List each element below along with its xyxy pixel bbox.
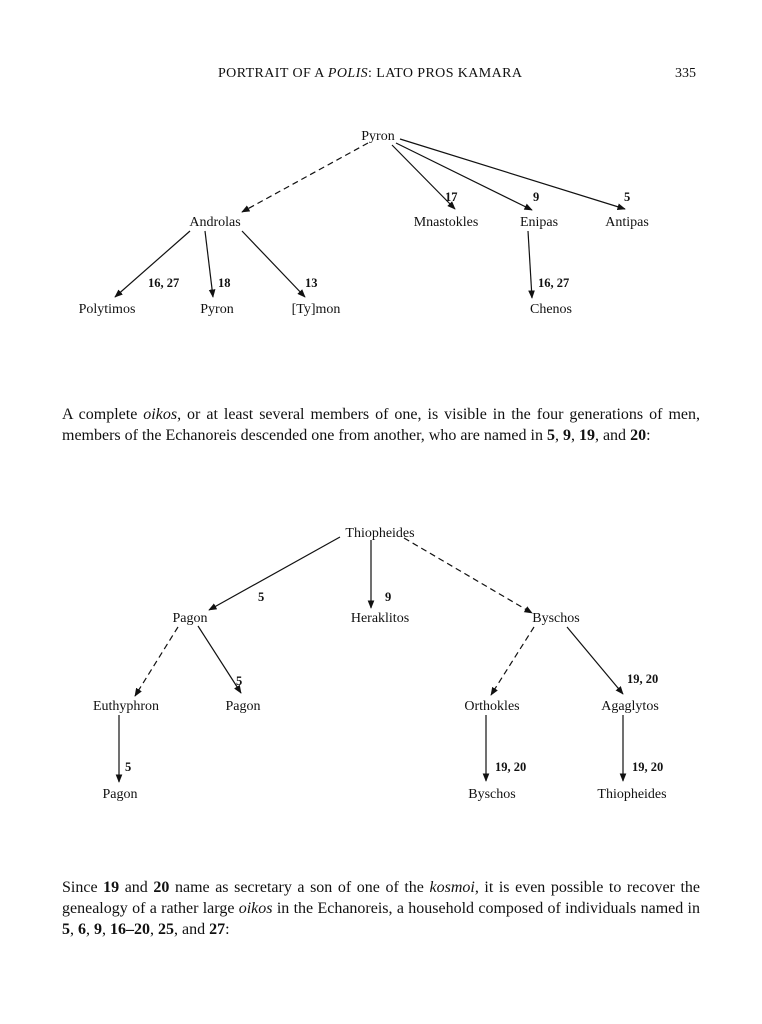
paragraph2-text-g: , it is even possible to recover the gen…: [62, 879, 701, 917]
name-heraklitos: Heraklitos: [351, 611, 409, 626]
ref-agaglytos: 19, 20: [627, 672, 658, 686]
paragraph2-ref-5: 5: [62, 921, 70, 938]
edge-androlas-polytimos: [114, 230, 191, 298]
name-byschos: Byschos: [532, 611, 579, 626]
paragraph1-text-c: , or at least several members of one, is…: [62, 406, 701, 444]
edge-thiopheides-pagon: [208, 536, 341, 611]
paragraph-oikos-generations: A complete oikos, or at least several me…: [62, 404, 700, 446]
edge-androlas-tymon: [241, 230, 306, 298]
edge-pyron-androlas: [241, 142, 369, 213]
ref-tymon: 13: [305, 276, 318, 290]
ref-antipas: 5: [624, 190, 630, 204]
name-antipas: Antipas: [605, 215, 649, 230]
ref-thiopheides2: 19, 20: [632, 760, 663, 774]
paragraph1-ref-5: 5: [546, 427, 555, 444]
name-polytimos: Polytimos: [79, 302, 136, 317]
name-pagon: Pagon: [173, 611, 208, 626]
name-pyron2: Pyron: [200, 302, 233, 317]
paragraph2-term-kosmoi: kosmoi: [429, 879, 475, 896]
edge-byschos-agaglytos: [566, 626, 624, 695]
edge-androlas-pyron2: [204, 230, 216, 298]
paragraph2-ref-25: 25: [158, 921, 174, 938]
ref-byschos2: 19, 20: [495, 760, 526, 774]
genealogy-tree-thiopheides: Thiopheides Pagon Heraklitos Byschos Eut…: [93, 526, 667, 802]
running-title-text: PORTRAIT OF A POLIS: LATO PROS KAMARA: [218, 66, 523, 81]
paragraph1-term-oikos: oikos: [143, 406, 178, 423]
ref-pagon3: 5: [125, 760, 131, 774]
ref-pagon: 5: [258, 590, 264, 604]
ref-heraklitos: 9: [385, 590, 391, 604]
page-number: 335: [675, 66, 696, 81]
paragraph2-sep-1: ,: [70, 921, 78, 938]
running-title: PORTRAIT OF A POLIS: LATO PROS KAMARA: [218, 66, 522, 82]
paragraph1-sep-3: , and: [594, 427, 631, 444]
paragraph2-text-e: name as secretary a son of one of the: [169, 879, 430, 896]
edge-byschos-orthokles: [490, 626, 535, 696]
paragraph2-ref-19: 19: [103, 879, 120, 896]
paragraph1-ref-19: 19: [578, 427, 595, 444]
paragraph2-ref-27: 27: [209, 921, 226, 938]
name-androlas: Androlas: [189, 215, 240, 230]
edge-pyron-antipas: [399, 138, 626, 210]
name-byschos2: Byschos: [468, 787, 515, 802]
paragraph1-ref-20: 20: [630, 427, 647, 444]
name-mnastokles: Mnastokles: [414, 215, 479, 230]
paragraph1-sep-2: ,: [570, 427, 579, 444]
paragraph2-ref-16-20: 16–20: [110, 921, 150, 938]
paragraph2-ref-20: 20: [153, 879, 170, 896]
edge-pagon-euthyphron: [134, 626, 179, 697]
edge-pyron-enipas: [395, 142, 533, 211]
paragraph2-sep-3: ,: [102, 921, 110, 938]
ref-polytimos: 16, 27: [148, 276, 179, 290]
name-orthokles: Orthokles: [464, 699, 519, 714]
name-thiopheides2: Thiopheides: [597, 787, 666, 802]
paragraph2-sep-5: , and: [174, 921, 210, 938]
paragraph2-sep-4: ,: [150, 921, 158, 938]
edge-pyron-mnastokles: [391, 144, 456, 210]
name-agaglytos: Agaglytos: [601, 699, 659, 714]
ref-enipas: 9: [533, 190, 539, 204]
paragraph2-colon: :: [225, 921, 230, 938]
paragraph2-ref-6: 6: [78, 921, 86, 938]
paragraph-echanoreis-household: Since 19 and 20 name as secretary a son …: [62, 877, 700, 940]
paragraph2-text-i: in the Echanoreis, a household composed …: [272, 900, 700, 917]
genealogy-tree-pyron: Pyron Androlas Mnastokles Enipas Antipas…: [79, 129, 649, 317]
name-pagon2: Pagon: [226, 699, 261, 714]
name-chenos: Chenos: [530, 302, 572, 317]
paragraph2-ref-9: 9: [94, 921, 102, 938]
name-pyron: Pyron: [361, 129, 394, 144]
ref-chenos: 16, 27: [538, 276, 569, 290]
edge-enipas-chenos: [527, 230, 535, 299]
name-enipas: Enipas: [520, 215, 558, 230]
paragraph2-term-oikos: oikos: [238, 900, 273, 917]
paragraph1-sep-1: ,: [554, 427, 563, 444]
edge-pagon-pagon2: [197, 625, 242, 694]
name-pagon3: Pagon: [103, 787, 138, 802]
paragraph1-text-a: A complete: [62, 406, 144, 423]
name-euthyphron: Euthyphron: [93, 699, 159, 714]
paragraph1-colon: :: [646, 427, 651, 444]
page-header: PORTRAIT OF A POLIS: LATO PROS KAMARA 33…: [0, 66, 762, 86]
paragraph2-sep-2: ,: [86, 921, 94, 938]
ref-pagon2: 5: [236, 674, 242, 688]
ref-mnastokles: 17: [445, 190, 458, 204]
running-title-italic: POLIS: [327, 66, 369, 81]
paragraph2-text-c: and: [119, 879, 154, 896]
edge-thiopheides-byschos: [403, 537, 533, 614]
paragraph2-text-a: Since: [62, 879, 104, 896]
paragraph1-ref-9: 9: [562, 427, 571, 444]
name-tymon: [Ty]mon: [292, 302, 341, 317]
name-thiopheides: Thiopheides: [345, 526, 414, 541]
ref-pyron2: 18: [218, 276, 231, 290]
